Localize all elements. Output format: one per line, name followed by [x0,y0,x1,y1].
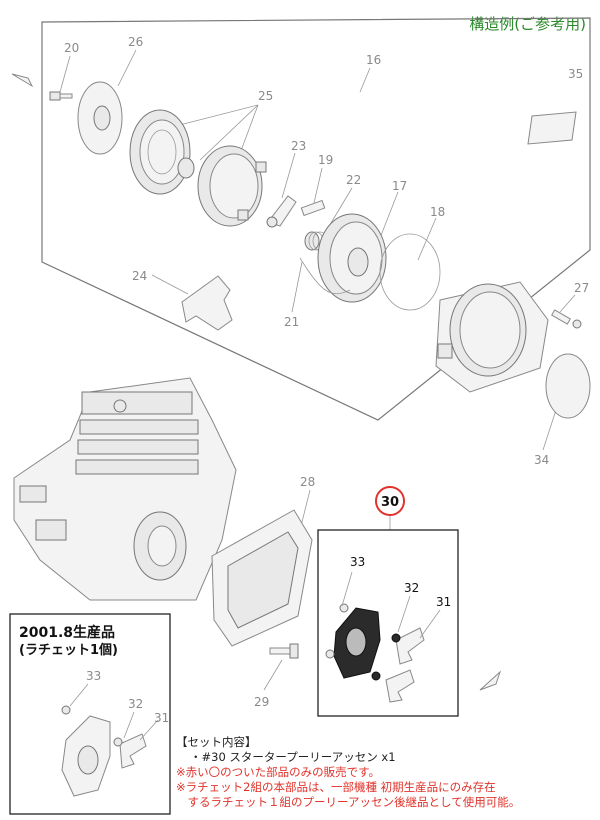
label-20: 20 [64,41,79,55]
inset-title-sub: (ラチェット1個) [19,643,118,658]
part-pulley-drum [197,145,267,227]
engine-block [13,377,237,601]
kit-30-pulley [325,603,381,679]
label-21: 21 [284,315,299,329]
inset-label-32: 32 [128,697,143,711]
part-20-bolt [49,91,73,101]
label-22: 22 [346,173,361,187]
part-18-ring [379,233,441,311]
label-28: 28 [300,475,315,489]
label-30: 30 [381,495,399,510]
inset-label-33: 33 [86,669,101,683]
notes-header: 【セット内容】 [176,735,257,749]
inset-title-main: 2001.8生産品 [19,625,116,641]
part-16-starter-housing [435,281,549,393]
notes-item: ・#30 スタータープーリーアッセン x1 [190,750,396,764]
label-25: 25 [258,89,273,103]
part-35-decal [527,111,577,145]
inset-pulley [61,705,111,797]
label-29: 29 [254,695,269,709]
part-24-handle [181,275,233,331]
part-29-bolt [269,643,299,659]
part-17-reel [317,213,387,303]
inset-title: 2001.8生産品 (ラチェット1個) [19,624,118,660]
part-34-gasket [545,353,591,419]
label-26: 26 [128,35,143,49]
page-title: 構造例(ご参考用) [469,15,586,33]
part-27-screw [551,309,582,329]
label-18: 18 [430,205,445,219]
inset-ratchet [113,733,147,769]
notes-red-1: ※赤い〇のついた部品のみの販売です。 [176,765,380,779]
inset-box [9,613,171,815]
label-27: 27 [574,281,589,295]
label-23: 23 [291,139,306,153]
part-19-pin [300,199,326,217]
kit-30-ratchet-pair [371,627,425,703]
label-19: 19 [318,153,333,167]
kit-label-31: 31 [436,595,451,609]
part-25-spring [129,109,195,195]
set-contents-notes: 【セット内容】 ・#30 スタータープーリーアッセン x1 ※赤い〇のついた部品… [176,735,596,810]
label-16: 16 [366,53,381,67]
kit-30-red-circle [375,486,405,516]
inset-label-31: 31 [154,711,169,725]
label-35: 35 [568,67,583,81]
kit-label-33: 33 [350,555,365,569]
label-24: 24 [132,269,147,283]
notes-red-3: するラチェット１組のプーリーアッセン後継品として使用可能。 [176,795,521,809]
label-34: 34 [534,453,549,467]
kit-30-box [317,529,459,717]
part-21-rope [299,257,351,295]
kit-label-32: 32 [404,581,419,595]
label-17: 17 [392,179,407,193]
notes-red-2: ※ラチェット2組の本部品は、一部機種 初期生産品にのみ存在 [176,780,496,794]
part-28-cover [211,509,313,647]
